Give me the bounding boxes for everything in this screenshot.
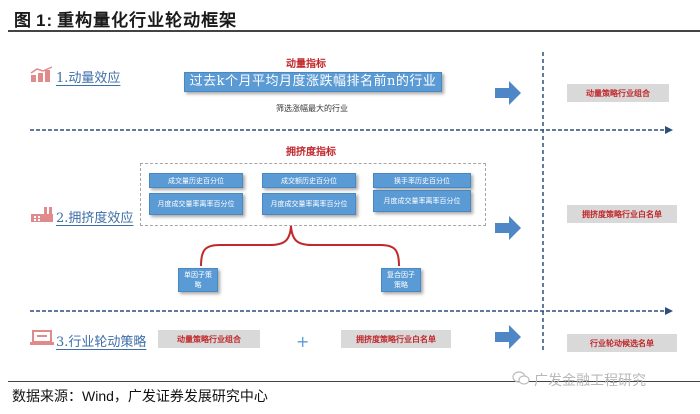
stage-momentum-label: 1.动量效应 (56, 70, 121, 86)
composite-factor-strategy: 复合因子策略 (381, 268, 421, 292)
stage-rotation-label: 3.行业轮动策略 (56, 334, 147, 350)
momentum-indicator-title: 动量指标 (286, 59, 326, 70)
single-factor-strategy: 单因子策略 (178, 268, 218, 292)
source-latin: Wind (82, 388, 114, 404)
laptop-icon (30, 330, 54, 350)
crowding-indicator-group (140, 163, 486, 226)
rotation-crowding-box: 拥挤度策略行业白名单 (341, 330, 451, 348)
brace-connector (200, 225, 400, 267)
stage-momentum: 1.动量效应 (30, 66, 120, 86)
bar-chart-growth-icon (30, 66, 54, 86)
flow-arrow-1 (495, 81, 521, 105)
crowding-indicator-2: 成交额历史百分位 (262, 173, 356, 188)
source-prefix: 数据来源： (12, 389, 82, 405)
crowding-indicator-title: 拥挤度指标 (286, 147, 336, 158)
watermark-text: 广发金融工程研究 (534, 373, 646, 389)
stage-rotation: 3.行业轮动策略 (30, 330, 146, 350)
crowding-indicator-6: 月度成交量率离率百分位 (373, 190, 471, 212)
figure-number: 1: (36, 11, 54, 30)
rotation-momentum-box: 动量策略行业组合 (158, 330, 260, 348)
figure-caption: 重构量化行业轮动框架 (57, 11, 238, 31)
factory-icon (30, 206, 54, 226)
wechat-icon (512, 371, 530, 389)
top-rule (8, 30, 700, 32)
stage-crowding: 2.拥挤度效应 (30, 206, 133, 226)
crowding-indicator-4: 月度成交量率离率百分位 (149, 193, 243, 215)
momentum-result-box: 动量策略行业组合 (567, 84, 669, 102)
plus-operator: + (296, 332, 310, 351)
bottom-rule (8, 381, 700, 382)
source-suffix: ，广发证券发展研究中心 (113, 389, 268, 405)
momentum-indicator-bar: 过去k个月平均月度涨跌幅排名前n的行业 (184, 72, 442, 92)
flow-arrow-3 (495, 325, 521, 349)
stage-crowding-label: 2.拥挤度效应 (56, 210, 134, 226)
data-source: 数据来源：Wind，广发证券发展研究中心 (12, 386, 268, 406)
watermark: 广发金融工程研究 (512, 370, 646, 390)
crowding-result-box: 拥挤度策略行业白名单 (567, 205, 677, 223)
crowding-indicator-5: 月度成交量率离率百分位 (262, 193, 356, 215)
axis-arrowhead-2 (665, 307, 673, 315)
axis-arrowhead-1 (665, 126, 673, 134)
crowding-indicator-1: 成交量历史百分位 (149, 173, 243, 188)
momentum-note: 筛选涨幅最大的行业 (276, 104, 348, 113)
figure-label: 图 (14, 11, 32, 31)
flow-arrow-2 (495, 216, 521, 240)
crowding-indicator-3: 换手率历史百分位 (373, 173, 471, 188)
rotation-result-box: 行业轮动候选名单 (567, 334, 677, 352)
